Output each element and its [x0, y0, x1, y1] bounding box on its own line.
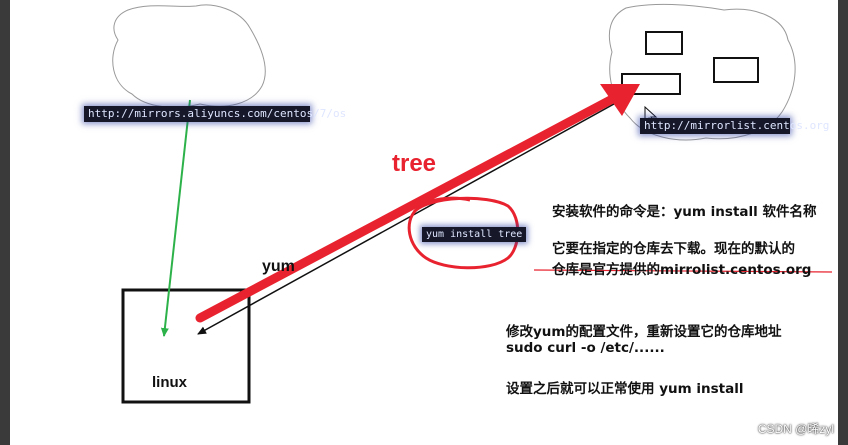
tree-label: tree	[392, 150, 437, 177]
red-arrow-head	[600, 84, 640, 116]
note-line-5: sudo curl -o /etc/......	[506, 340, 665, 356]
note-line-2: 它要在指定的仓库去下载。现在的默认的	[552, 241, 795, 257]
left-frame-bar	[0, 0, 10, 445]
server-box-1	[645, 31, 683, 55]
red-circle	[407, 196, 520, 270]
aliyun-cloud	[112, 4, 266, 108]
watermark: CSDN @晞zyl	[757, 422, 834, 436]
strike-line	[533, 269, 833, 273]
note-line-4: 修改yum的配置文件，重新设置它的仓库地址	[506, 324, 782, 340]
aliyun-url-label: http://mirrors.aliyuncs.com/centos/7/os	[84, 106, 346, 122]
right-frame-bar	[838, 0, 848, 445]
note-line-3: 仓库是官方提供的mirrolist.centos.org	[552, 262, 812, 278]
linux-label: linux	[152, 374, 188, 391]
note-line-1: 安装软件的命令是：yum install 软件名称	[552, 204, 817, 220]
yum-label: yum	[262, 258, 295, 275]
mirrorlist-url-label: http://mirrorlist.centos.org	[640, 118, 829, 134]
green-arrow	[160, 99, 191, 337]
red-request-arrow	[195, 91, 623, 323]
linux-box	[121, 288, 251, 404]
command-label: yum install tree	[422, 227, 527, 242]
note-line-6: 设置之后就可以正常使用 yum install	[506, 381, 744, 397]
download-arrow	[197, 93, 633, 335]
server-box-3	[713, 57, 759, 83]
